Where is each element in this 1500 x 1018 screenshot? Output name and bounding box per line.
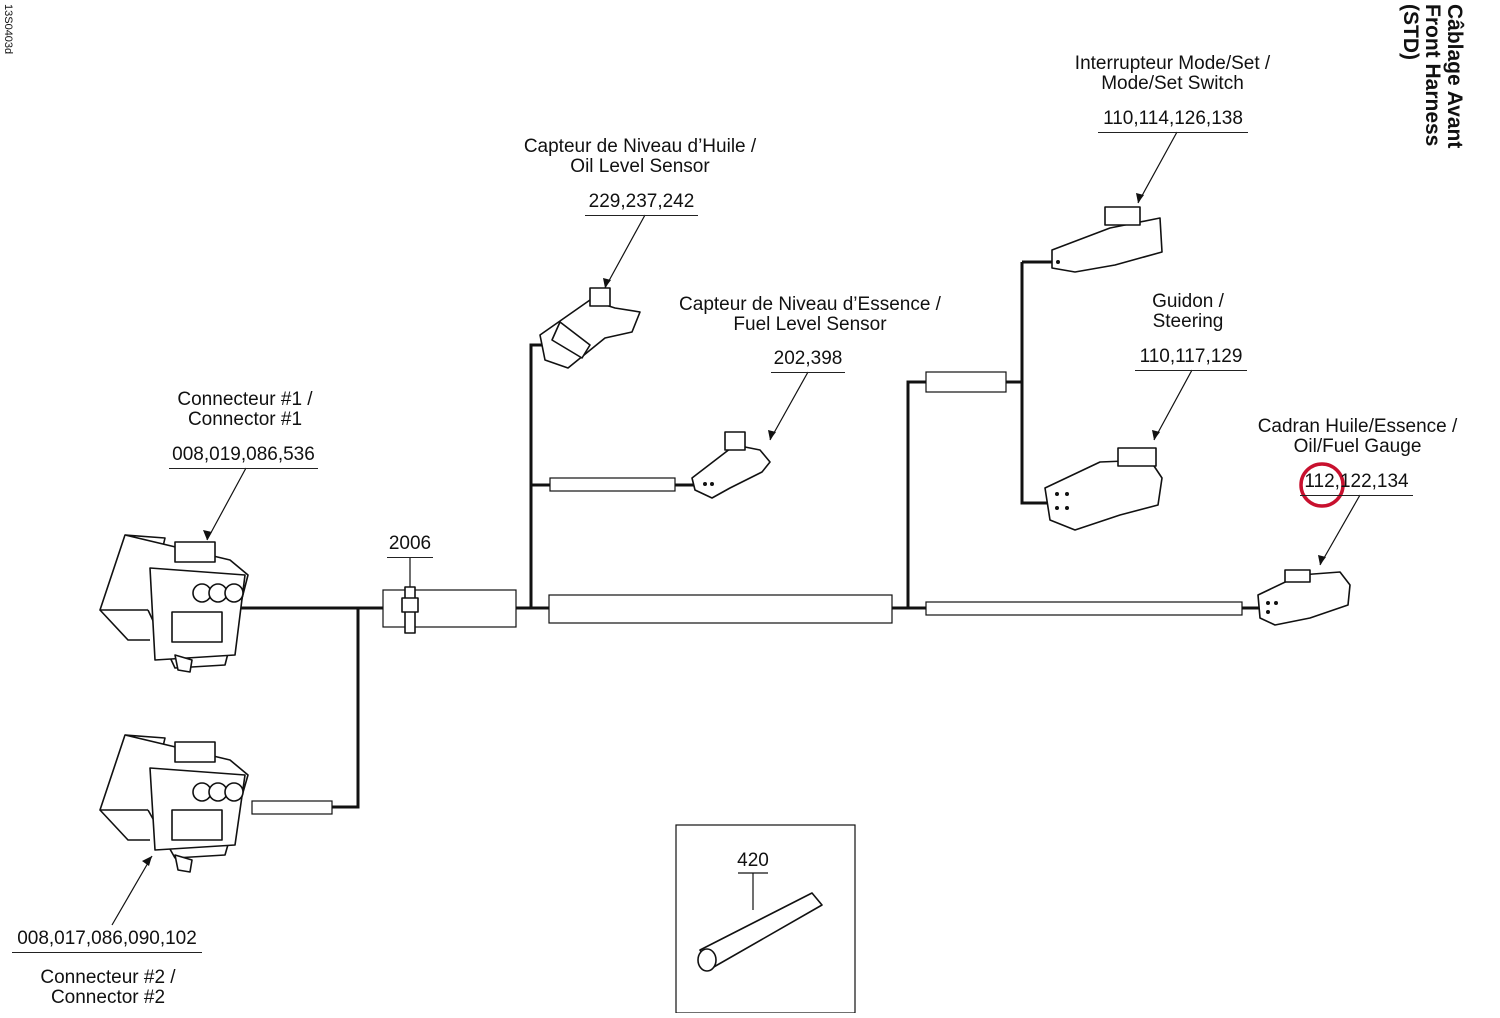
wire-sleeves [251, 371, 1243, 815]
diagram-title: Câblage Avant Front Harness (STD) [1395, 4, 1466, 204]
figure-id: 13S0403d [2, 4, 14, 55]
tube-part-number: 420 [737, 850, 769, 871]
oil-fuel-gauge-part-numbers: 112,122,134 [1300, 472, 1413, 496]
leader-lines [111, 131, 1361, 926]
tube-inset [675, 824, 856, 1014]
mode-set-switch-part-numbers: 110,114,126,138 [1098, 109, 1248, 133]
highlight-circle [1299, 462, 1345, 508]
title-line-1: Câblage Avant [1443, 4, 1466, 149]
wires [232, 260, 1260, 809]
steering-connector-part [1044, 447, 1163, 531]
connector-2-part [99, 734, 249, 873]
fuel-level-sensor-label: Capteur de Niveau d’Essence / Fuel Level… [679, 294, 941, 335]
connector-1-label: Connecteur #1 / Connector #1 [177, 389, 313, 430]
mode-set-switch-label: Interrupteur Mode/Set / Mode/Set Switch [1074, 53, 1271, 94]
steering-part-numbers: 110,117,129 [1135, 347, 1247, 371]
steering-label: Guidon / Steering [1152, 291, 1224, 332]
connector-1-part [99, 534, 249, 673]
gauge-connector-part [1257, 569, 1351, 626]
title-line-2: Front Harness [1421, 4, 1444, 147]
oil-level-sensor-label: Capteur de Niveau d’Huile / Oil Level Se… [523, 136, 757, 177]
connector-2-label: Connecteur #2 / Connector #2 [40, 967, 176, 1008]
mode-set-switch-part [1051, 206, 1163, 273]
title-line-3: (STD) [1399, 4, 1422, 60]
oil-level-sensor-part [539, 287, 641, 369]
connector-2-part-numbers: 008,017,086,090,102 [12, 929, 202, 953]
fuel-level-sensor-part [691, 431, 771, 499]
fuel-level-sensor-part-numbers: 202,398 [771, 349, 845, 373]
oil-level-sensor-part-numbers: 229,237,242 [585, 192, 698, 216]
oil-fuel-gauge-label: Cadran Huile/Essence / Oil/Fuel Gauge [1257, 416, 1458, 457]
clip-part-number: 2006 [387, 534, 433, 558]
cable-clip [401, 586, 419, 634]
connector-1-part-numbers: 008,019,086,536 [169, 445, 318, 469]
